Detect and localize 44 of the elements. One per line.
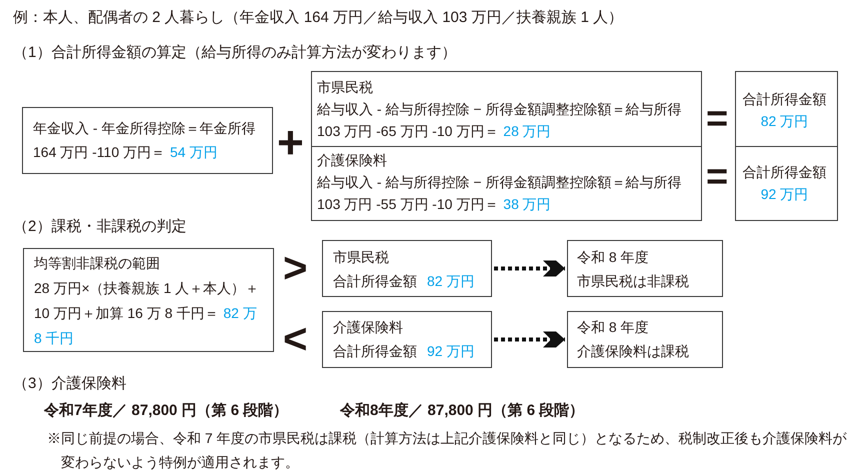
box-heading: 合計所得金額 (742, 163, 826, 182)
formula-text: 103 万円 -65 万円 -10 万円＝ 28 万円 (317, 122, 551, 141)
box-heading: 均等割非課税の範囲 (34, 254, 160, 273)
total-income-box (735, 146, 838, 221)
income-box (322, 240, 492, 297)
amount-text: 92 万円 (760, 185, 808, 204)
footnote: ※同じ前提の場合、令和 7 年度の市県民税は課税（計算方法は上記介護保険料と同じ）となるため、税制改正後も介護保険料が変わらないよう特例が適用されます。 (47, 429, 847, 472)
equals-sign: = (706, 111, 728, 127)
amount-text: 合計所得金額 82 万円 (333, 272, 474, 291)
total-income-box (735, 71, 838, 147)
equals-sign: = (706, 169, 728, 185)
result-text: 市県民税は非課税 (577, 272, 689, 291)
box-heading: 介護保険料 (333, 318, 403, 337)
formula-text: 28 万円×（扶養親族 1 人＋本人）＋10 万円＋加算 16 万 8 千円＝ 82 万 8 千円 (34, 279, 260, 348)
box-heading: 市県民税 (317, 78, 373, 97)
formula-text: 給与収入 - 給与所得控除 − 所得金額調整控除額＝給与所得 (317, 173, 682, 192)
formula-text: 164 万円 -110 万円＝ 54 万円 (33, 143, 218, 162)
formula-text: 給与収入 - 給与所得控除 − 所得金額調整控除額＝給与所得 (317, 100, 682, 119)
diagram-title: 例：本人、配偶者の 2 人暮らし（年金収入 164 万円／給与収入 103 万円／扶養親族 1 人） (13, 8, 624, 27)
result-box (567, 240, 723, 297)
premium-amount: 令和8年度／ 87,800 円（第 6 段階） (340, 401, 584, 420)
formula-box (311, 71, 702, 147)
section-heading: （2）課税・非課税の判定 (13, 217, 186, 236)
plus-sign: + (277, 129, 304, 155)
greater-than-sign: > (283, 255, 308, 281)
threshold-box (23, 248, 274, 352)
box-heading: 介護保険料 (317, 151, 387, 170)
box-heading: 令和 8 年度 (577, 248, 649, 267)
result-box (567, 311, 723, 368)
formula-text: 年金収入 - 年金所得控除＝年金所得 (33, 119, 256, 138)
section-heading: （3）介護保険料 (13, 374, 126, 393)
income-box (322, 311, 492, 368)
box-heading: 合計所得金額 (742, 90, 826, 109)
amount-text: 82 万円 (760, 112, 808, 131)
box-heading: 市県民税 (333, 248, 389, 267)
section-heading: （1）合計所得金額の算定（給与所得のみ計算方法が変わります） (13, 43, 456, 62)
box-heading: 令和 8 年度 (577, 318, 649, 337)
formula-box (22, 107, 273, 174)
formula-text: 103 万円 -55 万円 -10 万円＝ 38 万円 (317, 195, 551, 214)
amount-text: 合計所得金額 92 万円 (333, 342, 474, 361)
less-than-sign: < (283, 326, 308, 352)
result-text: 介護保険料は課税 (577, 342, 689, 361)
premium-amount: 令和7年度／ 87,800 円（第 6 段階） (44, 401, 288, 420)
formula-box (311, 146, 702, 221)
